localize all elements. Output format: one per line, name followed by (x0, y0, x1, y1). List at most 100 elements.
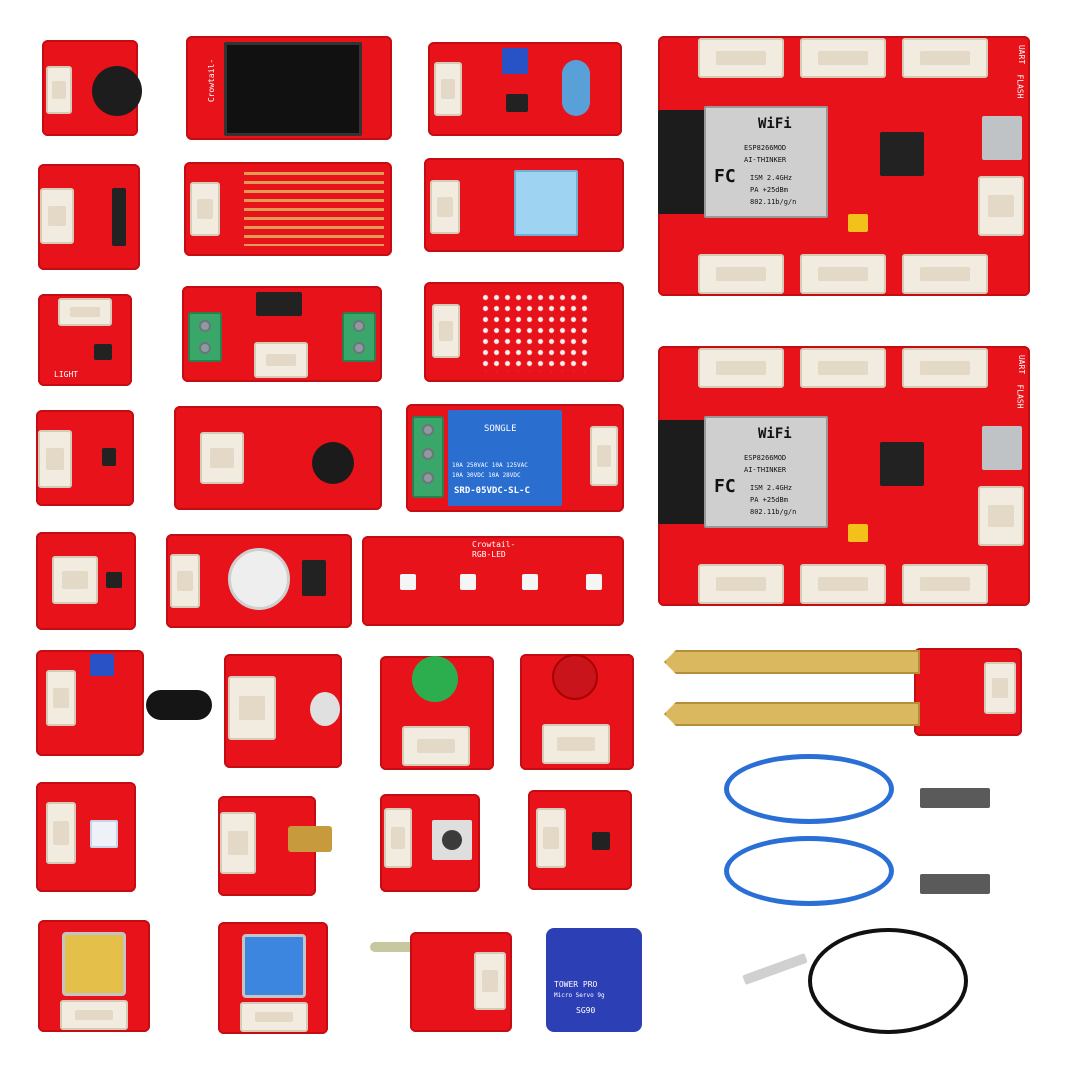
laser-head (288, 826, 332, 852)
wifi-model-text: ESP8266MOD (744, 454, 787, 462)
esp8266-module: WiFi ESP8266MOD AI-THINKER FC ISM 2.4GHz… (704, 416, 828, 528)
temperature-probe-cable (808, 928, 968, 1034)
servo-motor: TOWER PRO Micro Servo 9g SG90 (546, 928, 642, 1032)
pir-motion-module (166, 534, 352, 628)
connector (46, 66, 72, 114)
connector (40, 188, 74, 244)
connector (542, 724, 610, 764)
buzzer-module (42, 40, 142, 136)
ic-chip (106, 572, 122, 588)
grove-connector (800, 564, 886, 604)
water-sensor-module (184, 162, 392, 256)
uart-label: UART (1017, 354, 1027, 375)
grove-connector (698, 254, 784, 294)
led-module-green (380, 656, 494, 770)
button-cap (442, 830, 462, 850)
led-clear (310, 692, 340, 726)
prototype-board-module (424, 282, 624, 382)
uart-label: UART (1017, 44, 1027, 65)
connector (402, 726, 470, 766)
wifi-ism-text: ISM 2.4GHz (750, 174, 793, 182)
light-label: LIGHT (54, 370, 79, 379)
light-sensor-module: LIGHT (38, 294, 132, 386)
connector (434, 62, 462, 116)
relay-rating-2: 10A 30VDC 10A 28VDC (452, 472, 521, 479)
led-red (552, 654, 598, 700)
grove-connector (698, 348, 784, 388)
usb-chip (880, 442, 924, 486)
grove-connector (902, 254, 988, 294)
terminal-block-right (342, 312, 376, 362)
wifi-pa-text: PA +25dBm (750, 496, 788, 504)
grove-connector (800, 254, 886, 294)
yellow-button (62, 932, 126, 996)
servo-type-text: SG90 (576, 1006, 596, 1015)
connector (60, 1000, 128, 1030)
relay: SONGLE 10A 250VAC 10A 125VAC 10A 30VDC 1… (448, 410, 562, 506)
relay-model-text: SRD-05VDC-SL-C (454, 486, 530, 496)
usb-cable-2 (724, 836, 894, 906)
relay-rating-1: 10A 250VAC 10A 125VAC (452, 462, 528, 469)
terminal-block (412, 416, 444, 498)
rgb-led (460, 574, 476, 590)
connector (46, 802, 76, 864)
vibration-module (36, 532, 136, 630)
potentiometer (502, 48, 528, 74)
dht11-sensor (514, 170, 578, 236)
micro-usb-port (982, 426, 1022, 470)
rgb-brand-text: Crowtail- (472, 540, 516, 549)
buzzer (92, 66, 142, 116)
connector (254, 342, 308, 378)
ic-chip (506, 94, 528, 112)
button-module (380, 794, 480, 892)
temperature-humidity-module (424, 158, 624, 252)
rgb-led-module: Crowtail- RGB-LED (362, 536, 624, 626)
connector (430, 180, 460, 234)
wifi-logo-text: WiFi (758, 426, 792, 442)
usb-cable-1 (724, 754, 894, 824)
capacitor (562, 60, 590, 116)
relay-brand-text: SONGLE (484, 424, 517, 434)
grove-connector (902, 38, 988, 78)
rgb-led (400, 574, 416, 590)
soil-moisture-module (914, 648, 1022, 736)
connector (38, 430, 72, 488)
connector (220, 812, 256, 874)
flash-label: FLASH (1015, 384, 1025, 409)
led-module-white (224, 654, 342, 768)
connector (984, 662, 1016, 714)
sensor-pad (112, 188, 126, 246)
laser-module (218, 796, 332, 896)
grove-connector (800, 348, 886, 388)
potentiometer-module (428, 42, 622, 136)
antenna (658, 110, 706, 214)
usb-plug-2 (920, 874, 990, 894)
grove-connector (698, 564, 784, 604)
power-module (182, 286, 382, 382)
soil-probe-upper (664, 650, 920, 674)
ic-chip (94, 344, 112, 360)
connector (432, 304, 460, 358)
rgb-led (522, 574, 538, 590)
proto-grid (480, 292, 590, 372)
grove-connector (902, 348, 988, 388)
usb-plug-1 (920, 788, 990, 808)
wifi-logo-text: WiFi (758, 116, 792, 132)
wifi-vendor-text: AI-THINKER (744, 466, 787, 474)
rgb-led (586, 574, 602, 590)
reed-switch-glass (370, 942, 416, 952)
grove-connector (978, 176, 1024, 236)
led-green (412, 656, 458, 702)
wifi-std-text: 802.11b/g/n (750, 198, 797, 206)
microphone (312, 442, 354, 484)
usb-chip (880, 132, 924, 176)
flame-sensor-bulb (146, 690, 212, 720)
soil-probe-lower (664, 702, 920, 726)
connector (240, 1002, 308, 1032)
wifi-std-text: 802.11b/g/n (750, 508, 797, 516)
flame-sensor-module (36, 650, 144, 756)
oled-brand-text: Crowtail- (207, 58, 217, 103)
connector (190, 182, 220, 236)
connector (228, 676, 276, 740)
servo-brand-text: TOWER PRO (554, 980, 598, 989)
